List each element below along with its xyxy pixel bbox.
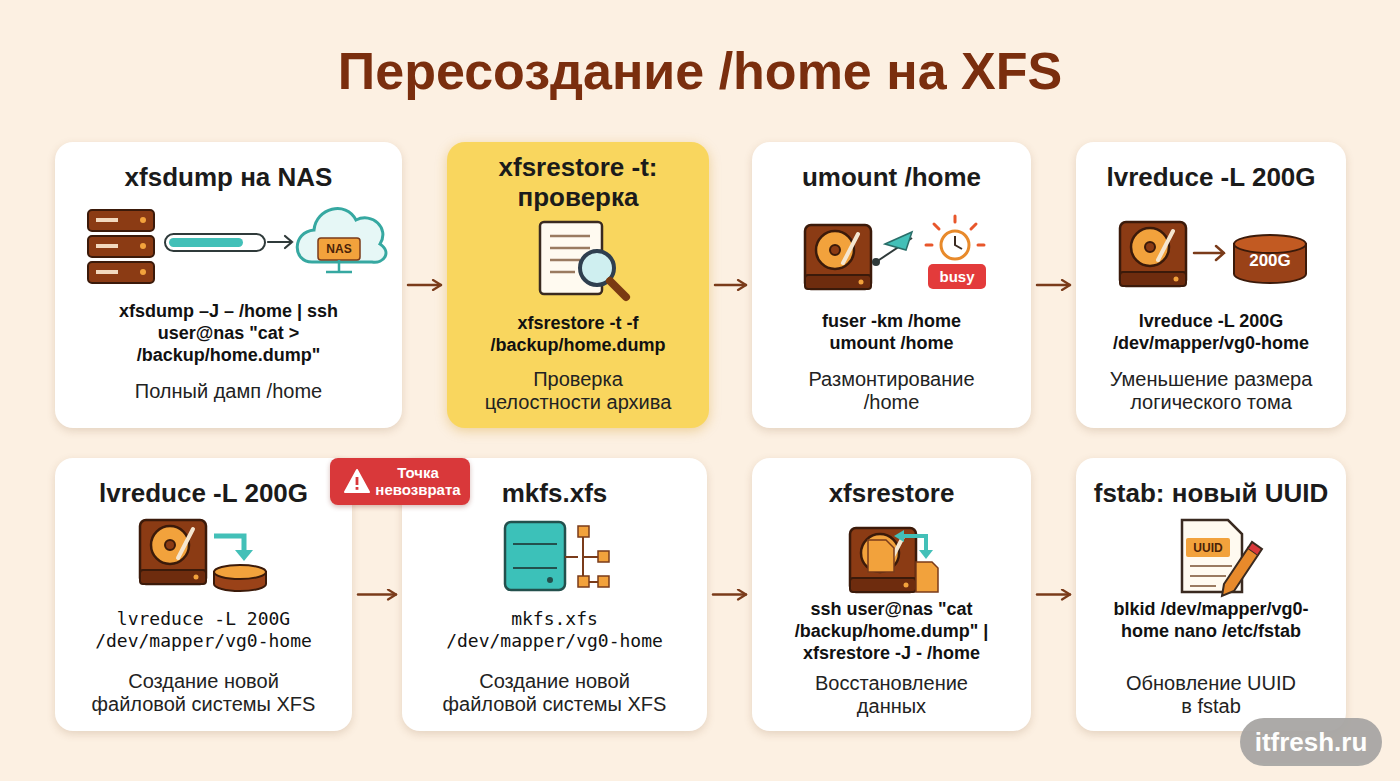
step-description: Уменьшение размера логического тома	[1091, 368, 1331, 414]
step-title: xfsdump на NAS	[79, 162, 379, 192]
flow-arrow	[408, 284, 441, 287]
flow-arrow	[1037, 593, 1070, 596]
step-card: xfsrestore ssh user@nas "cat /backup/home…	[752, 458, 1031, 731]
step-description: Создание новой файловой системы XFS	[440, 670, 670, 716]
warning-text: Точка невозврата	[372, 464, 464, 498]
command-text: lvreduce -L 200G /dev/mapper/vg0-home	[79, 608, 329, 652]
shrink-volume-icon	[1120, 222, 1306, 286]
step-title: fstab: новый UUID	[1086, 478, 1336, 508]
page-title: Пересоздание /home на XFS	[0, 40, 1400, 102]
command-text: lvreduce -L 200G /dev/mapper/vg0-home	[1091, 310, 1331, 354]
step-description: Восстановление данных	[802, 672, 982, 718]
step-title: lvreduce -L 200G	[69, 478, 339, 508]
size-label: 200G	[1234, 248, 1306, 274]
step-title: lvreduce -L 200G	[1086, 162, 1336, 192]
step-description: Полный дамп /home	[79, 380, 379, 403]
command-text: ssh user@nas "cat /backup/home.dump" | x…	[767, 598, 1017, 664]
command-text: blkid /dev/mapper/vg0-home nano /etc/fst…	[1106, 598, 1316, 642]
step-description: Проверка целостности архива	[478, 368, 678, 414]
server-stack-icon	[88, 210, 154, 283]
progress-bar-icon	[165, 234, 292, 251]
step-title: umount /home	[767, 162, 1017, 192]
document-magnifier-icon	[540, 222, 626, 297]
flow-arrow	[1037, 284, 1070, 287]
filesystem-icon	[505, 522, 609, 590]
step-card: lvreduce -L 200G lvreduce -L 200G /dev/ma…	[1076, 142, 1346, 428]
step-title: xfsrestore -t: проверка	[463, 152, 693, 212]
device-label: NAS	[318, 238, 360, 260]
flow-arrow	[358, 593, 396, 596]
status-label: busy	[928, 264, 986, 289]
step-description: Обновление UUID в fstab	[1124, 672, 1299, 718]
command-text: xfsrestore -t -f /backup/home.dump	[463, 312, 693, 356]
step-description: Размонтирование /home	[792, 368, 992, 414]
step-title: xfsrestore	[767, 478, 1017, 508]
step-card: xfsrestore -t: проверка xfsrestore -t -f …	[447, 142, 709, 428]
warning-badge: Точка невозврата	[330, 458, 470, 505]
nas-cloud-icon	[297, 209, 386, 272]
command-text: xfsdump –J – /home | ssh user@nas "cat >…	[109, 300, 349, 366]
unmount-icon	[805, 216, 986, 289]
command-text: mkfs.xfs /dev/mapper/vg0-home	[430, 608, 680, 652]
command-text: fuser -km /home umount /home	[792, 310, 992, 354]
warning-sign	[345, 470, 369, 492]
flow-arrow	[713, 593, 746, 596]
restore-icon	[850, 528, 938, 592]
step-card: fstab: новый UUID blkid /dev/mapper/vg0-h…	[1076, 458, 1346, 731]
step-description: Создание новой файловой системы XFS	[89, 670, 319, 716]
step-card: lvreduce -L 200G lvreduce -L 200G /dev/ma…	[55, 458, 352, 731]
reduce-volume-icon	[140, 520, 266, 591]
fstab-edit-icon	[1182, 520, 1262, 596]
step-card: xfsdump на NAS xfsdump –J – /home | ssh u…	[55, 142, 402, 428]
flow-arrow	[715, 284, 746, 287]
uuid-label: UUID	[1186, 538, 1230, 557]
step-card: umount /home fuser -km /home umount /home…	[752, 142, 1031, 428]
watermark: itfresh.ru	[1240, 718, 1382, 766]
